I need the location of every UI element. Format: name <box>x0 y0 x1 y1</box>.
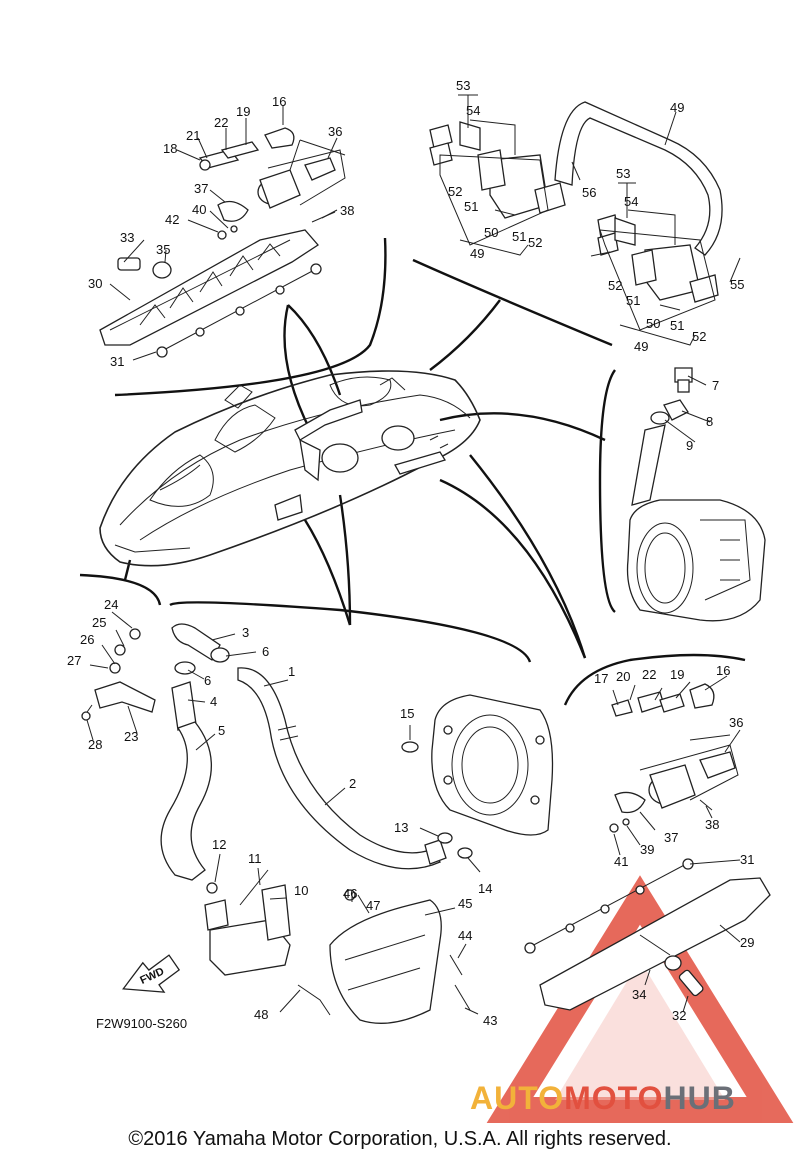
watercraft-hull-drawing <box>99 370 481 567</box>
group-bracket-middle <box>169 601 532 663</box>
callout-9: 9 <box>686 438 693 453</box>
callout-25: 25 <box>92 615 106 630</box>
callout-4: 4 <box>210 694 217 709</box>
callout-51c: 51 <box>626 293 640 308</box>
callout-50b: 50 <box>646 316 660 331</box>
group-bracket-right <box>598 369 616 613</box>
callout-52c: 52 <box>608 278 622 293</box>
callout-14: 14 <box>478 881 492 896</box>
callout-45: 45 <box>458 896 472 911</box>
callout-38: 38 <box>340 203 354 218</box>
group-bracket-left <box>79 573 162 606</box>
right-jet-pump-drawing <box>626 367 766 622</box>
callout-labels: 1 2 3 4 5 6 6 7 8 9 10 11 12 13 14 15 16… <box>67 78 754 1028</box>
callout-21: 21 <box>186 128 200 143</box>
group-bracket-bottom-right <box>563 653 746 706</box>
callout-37b: 37 <box>664 830 678 845</box>
callout-55: 55 <box>730 277 744 292</box>
cover-plate-drawing <box>297 889 471 1024</box>
callout-35: 35 <box>156 242 170 257</box>
pointer-arrows <box>123 299 606 659</box>
callout-6: 6 <box>204 673 211 688</box>
callout-36: 36 <box>328 124 342 139</box>
top-left-assembly-drawing <box>99 127 346 358</box>
callout-brackets <box>289 94 731 741</box>
group-bracket-top-right <box>412 258 613 347</box>
callout-8: 8 <box>706 414 713 429</box>
callout-37: 37 <box>194 181 208 196</box>
separator-box-drawing <box>204 869 291 976</box>
callout-17: 17 <box>594 671 608 686</box>
callout-12: 12 <box>212 837 226 852</box>
callout-32: 32 <box>672 1008 686 1023</box>
callout-49: 49 <box>670 100 684 115</box>
callout-56: 56 <box>582 185 596 200</box>
leader-lines <box>86 105 741 1015</box>
callout-7: 7 <box>712 378 719 393</box>
callout-46: 46 <box>343 886 357 901</box>
callout-51b: 51 <box>512 229 526 244</box>
callout-19b: 19 <box>670 667 684 682</box>
callout-15: 15 <box>400 706 414 721</box>
callout-48: 48 <box>254 1007 268 1022</box>
callout-49c: 49 <box>634 339 648 354</box>
callout-11: 11 <box>248 851 262 866</box>
callout-27: 27 <box>67 653 81 668</box>
callout-16b: 16 <box>716 663 730 678</box>
callout-51d: 51 <box>670 318 684 333</box>
callout-53b: 53 <box>616 166 630 181</box>
callout-2: 2 <box>349 776 356 791</box>
callout-31b: 31 <box>740 852 754 867</box>
callout-36b: 36 <box>729 715 743 730</box>
callout-30: 30 <box>88 276 102 291</box>
callout-33: 33 <box>120 230 134 245</box>
callout-51: 51 <box>464 199 478 214</box>
callout-50: 50 <box>484 225 498 240</box>
callout-42: 42 <box>165 212 179 227</box>
callout-16: 16 <box>272 94 286 109</box>
callout-31: 31 <box>110 354 124 369</box>
callout-34: 34 <box>632 987 646 1002</box>
callout-41: 41 <box>614 854 628 869</box>
callout-38b: 38 <box>705 817 719 832</box>
callout-52: 52 <box>448 184 462 199</box>
callout-5: 5 <box>218 723 225 738</box>
callout-26: 26 <box>80 632 94 647</box>
callout-20: 20 <box>616 669 630 684</box>
top-right-assembly-drawing <box>429 101 723 331</box>
callout-53: 53 <box>456 78 470 93</box>
callout-54b: 54 <box>624 194 638 209</box>
callout-47: 47 <box>366 898 380 913</box>
callout-40: 40 <box>192 202 206 217</box>
callout-24: 24 <box>104 597 118 612</box>
group-bracket-top-left <box>114 237 387 397</box>
hose-assembly-drawing <box>81 623 447 881</box>
callout-22b: 22 <box>642 667 656 682</box>
callout-52d: 52 <box>692 329 706 344</box>
callout-1: 1 <box>288 664 295 679</box>
watermark-brand-text: AUTOMOTOHUB <box>470 1080 736 1116</box>
callout-19: 19 <box>236 104 250 119</box>
callout-29: 29 <box>740 935 754 950</box>
bottom-right-assembly-drawing <box>524 683 771 1011</box>
callout-49b: 49 <box>470 246 484 261</box>
callout-18: 18 <box>163 141 177 156</box>
callout-44: 44 <box>458 928 472 943</box>
callout-54: 54 <box>466 103 480 118</box>
callout-13: 13 <box>394 820 408 835</box>
callout-22: 22 <box>214 115 228 130</box>
callout-43: 43 <box>483 1013 497 1028</box>
diagram-code: F2W9100-S260 <box>96 1016 187 1031</box>
callout-39: 39 <box>640 842 654 857</box>
intake-housing-drawing <box>401 694 554 859</box>
callout-6b: 6 <box>262 644 269 659</box>
callout-3: 3 <box>242 625 249 640</box>
callout-52b: 52 <box>528 235 542 250</box>
callout-23: 23 <box>124 729 138 744</box>
forward-arrow-icon: FWD <box>122 954 181 993</box>
callout-28: 28 <box>88 737 102 752</box>
copyright-notice: ©2016 Yamaha Motor Corporation, U.S.A. A… <box>128 1128 672 1150</box>
callout-10: 10 <box>294 883 308 898</box>
